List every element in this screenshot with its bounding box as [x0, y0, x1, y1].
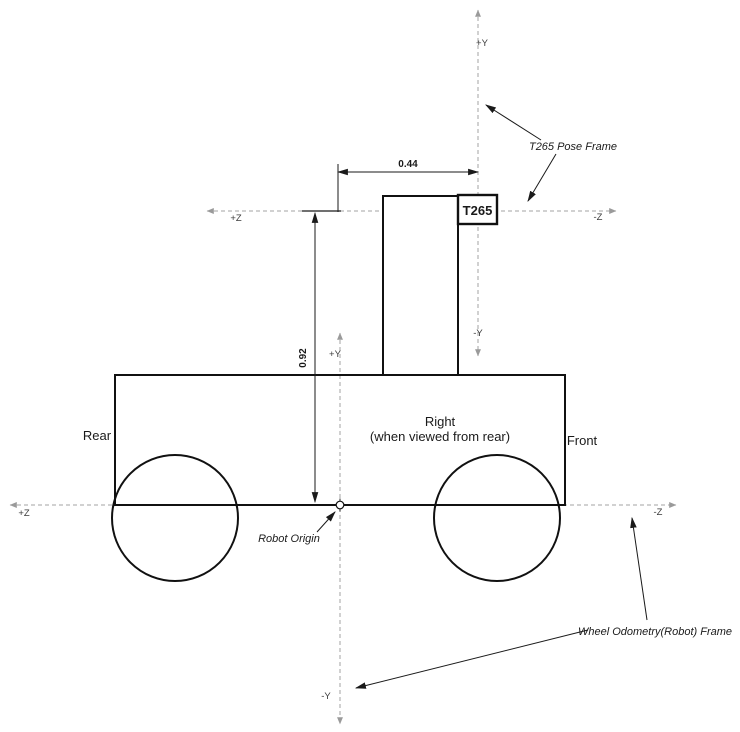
front-label: Front [567, 433, 598, 448]
dim-044-value: 0.44 [398, 159, 418, 170]
robot-origin-marker [333, 498, 347, 512]
wheel-frame-leader-to-z-axis [630, 516, 648, 621]
dimension-horizontal [336, 164, 480, 212]
robot-plus-y-label: +Y [329, 349, 342, 360]
dim-092-value: 0.92 [298, 348, 309, 368]
t265-plus-y-label: +Y [476, 38, 489, 49]
t265-pose-frame-label: T265 Pose Frame [529, 141, 617, 153]
t265-camera-box [456, 193, 499, 226]
t265-box-label: T265 [463, 203, 493, 218]
t265-minus-z-label: -Z [594, 212, 603, 223]
right-label-line1: Right [425, 414, 456, 429]
robot-minus-y-label: -Y [321, 691, 331, 702]
origin-circle [335, 500, 345, 510]
robot-origin-leader [316, 511, 336, 533]
front-wheel [433, 454, 561, 582]
callout-leaders [316, 104, 648, 689]
wheel-odometry-frame-label: Wheel Odometry(Robot) Frame [578, 626, 732, 638]
right-label-line2: (when viewed from rear) [370, 429, 510, 444]
t265-frame-leader-to-axis [485, 104, 542, 141]
robot-minus-z-label: -Z [654, 507, 663, 518]
t265-plus-z-label: +Z [230, 213, 242, 224]
robot-frame-axes [9, 332, 677, 725]
camera-mast [382, 195, 459, 376]
robot-origin-label: Robot Origin [258, 533, 320, 545]
robot-plus-z-label: +Z [18, 508, 30, 519]
t265-minus-y-label: -Y [473, 328, 483, 339]
t265-frame-leader-to-box [527, 153, 557, 202]
dimension-vertical [302, 210, 341, 504]
rear-wheel [111, 454, 239, 582]
rear-label: Rear [83, 428, 112, 443]
wheel-frame-leader-to-y-axis [354, 629, 589, 689]
